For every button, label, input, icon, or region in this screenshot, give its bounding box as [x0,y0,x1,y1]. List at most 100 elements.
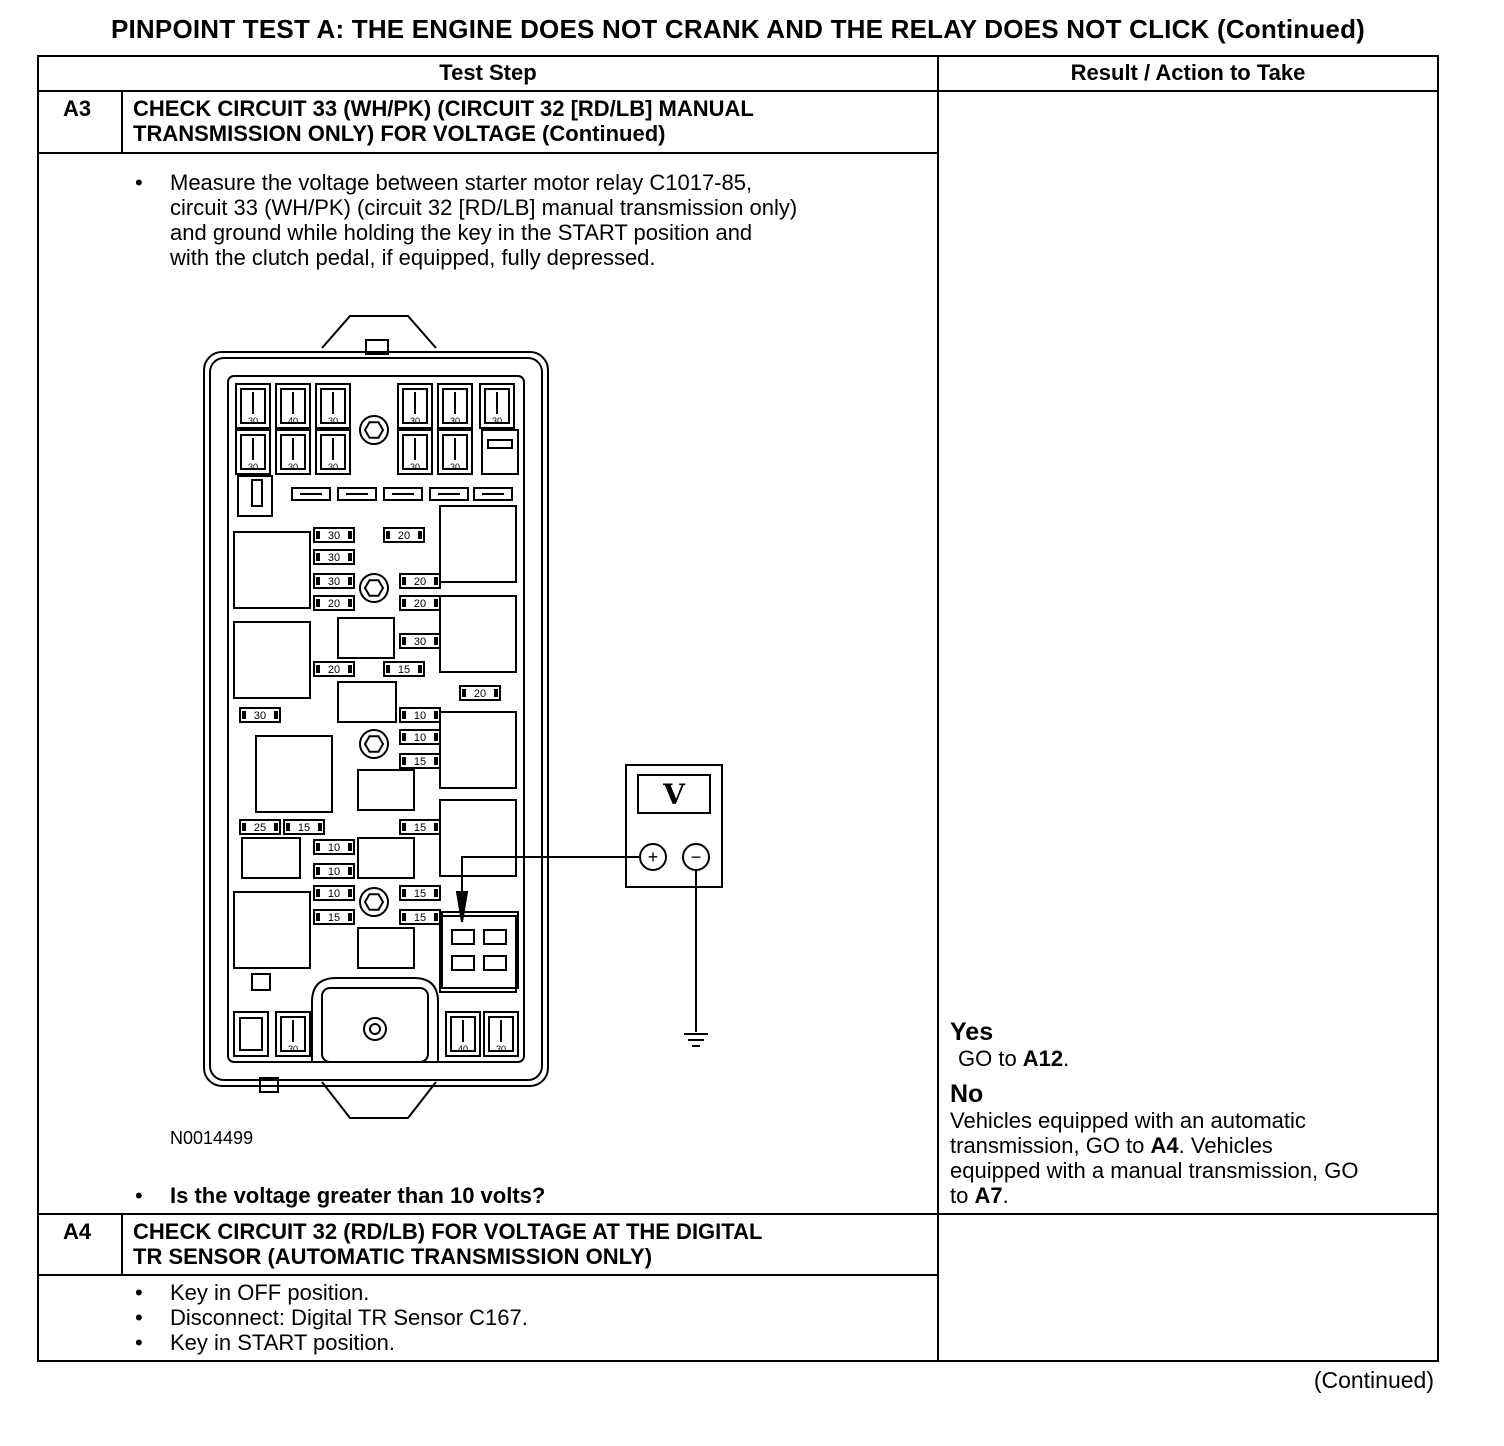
maxi-fuse: 20 [459,685,501,701]
a3-step-line3: and ground while holding the key in the … [170,220,753,245]
maxi-fuse: 10 [313,885,355,901]
maxi-fuse-rating: 10 [328,866,340,878]
fuse-rating: 30 [410,462,420,472]
fuse-rating: 30 [248,462,258,472]
mini-fuse: 30 [275,429,311,475]
fuse-rating: 30 [496,1044,506,1054]
maxi-fuse-rating: 15 [414,756,426,768]
no-label: No [950,1080,984,1108]
fuse-rating: 30 [328,416,338,426]
maxi-fuse: 15 [399,819,441,835]
maxi-fuse-rating: 20 [474,688,486,700]
relay [439,505,517,583]
maxi-fuse: 30 [313,573,355,589]
a3-question: Is the voltage greater than 10 volts? [170,1183,546,1208]
a4-step-3: Key in START position. [170,1330,395,1355]
continued-note: (Continued) [1313,1367,1434,1393]
maxi-fuse-rating: 20 [398,530,410,542]
fuse-rating: 30 [492,416,502,426]
maxi-fuse-rating: 15 [398,664,410,676]
table-border-right [1437,55,1439,1362]
maxi-fuse-rating: 20 [414,598,426,610]
maxi-fuse-rating: 25 [254,822,266,834]
header-divider [37,90,1439,92]
header-result: Result / Action to Take [1070,60,1306,85]
meter-minus: − [691,847,702,867]
maxi-fuse-rating: 15 [414,912,426,924]
maxi-fuse: 20 [313,595,355,611]
a3-heading-divider [37,152,939,154]
table-border-bottom [37,1360,1439,1362]
relay [241,837,301,879]
mini-fuse: 30 [437,383,473,429]
figure-id: N0014499 [170,1128,254,1148]
blade-fuse [291,487,331,501]
a4-step-1: Key in OFF position. [170,1280,370,1305]
maxi-fuse-rating: 20 [414,576,426,588]
bullet: • [135,1280,143,1305]
maxi-fuse: 25 [239,819,281,835]
relay [439,799,517,877]
maxi-fuse: 30 [239,707,281,723]
fuse-rating: 40 [288,416,298,426]
mini-fuse: 30 [235,429,271,475]
step-id-a4: A4 [63,1219,92,1244]
fuse-slot-bar [487,439,513,449]
connector [237,475,273,517]
a3-heading-line2: TRANSMISSION ONLY) FOR VOLTAGE (Continue… [133,121,666,146]
blade-fuse [429,487,469,501]
blade-fuse [337,487,377,501]
maxi-fuse-rating: 10 [414,732,426,744]
maxi-fuse-rating: 30 [328,552,340,564]
a3-step-line2: circuit 33 (WH/PK) (circuit 32 [RD/LB] m… [170,195,798,220]
maxi-fuse-rating: 20 [328,664,340,676]
maxi-fuse: 15 [399,753,441,769]
no-action-line4: to A7. [950,1183,1009,1208]
relay [255,735,333,813]
connector-pin [251,479,263,507]
maxi-fuse-rating: 10 [328,888,340,900]
relay [357,927,415,969]
relay [337,617,395,659]
no-action-line1: Vehicles equipped with an automatic [950,1108,1306,1133]
maxi-fuse-rating: 30 [254,710,266,722]
maxi-fuse-rating: 15 [414,822,426,834]
relay [439,711,517,789]
maxi-fuse: 20 [399,595,441,611]
fuse-rating: 40 [458,1044,468,1054]
relay [439,915,517,993]
meter-plus: + [648,847,659,867]
no-action-line3: equipped with a manual transmission, GO [950,1158,1359,1183]
maxi-fuse: 15 [283,819,325,835]
no-action-line2: transmission, GO to A4. Vehicles [950,1133,1273,1158]
fuse-slot [233,1011,269,1057]
page-title: PINPOINT TEST A: THE ENGINE DOES NOT CRA… [110,14,1366,44]
fuse-rating: 30 [288,1044,298,1054]
a3-heading-line1: CHECK CIRCUIT 33 (WH/PK) (CIRCUIT 32 [RD… [133,96,754,121]
relay [337,681,397,723]
column-divider [937,55,939,1362]
bolt [359,729,389,759]
mini-fuse: 40 [445,1011,481,1057]
yes-action: GO to A12. [958,1046,1070,1071]
relay [439,595,517,673]
maxi-fuse: 30 [313,549,355,565]
mini-fuse: 30 [235,383,271,429]
maxi-fuse-rating: 10 [414,710,426,722]
a4-step-2: Disconnect: Digital TR Sensor C167. [170,1305,528,1330]
maxi-fuse: 10 [399,729,441,745]
maxi-fuse-rating: 30 [414,636,426,648]
maxi-fuse: 10 [313,863,355,879]
fuse-rating: 30 [450,416,460,426]
mini-fuse: 30 [437,429,473,475]
maxi-fuse-rating: 15 [328,912,340,924]
maxi-fuse-rating: 20 [328,598,340,610]
fuse-rating: 30 [410,416,420,426]
blade-fuse [473,487,513,501]
yes-label: Yes [950,1018,994,1046]
a4-heading-divider [37,1274,939,1276]
blade-fuse [383,487,423,501]
relay [233,621,311,699]
relay [357,769,415,811]
maxi-fuse: 20 [313,661,355,677]
